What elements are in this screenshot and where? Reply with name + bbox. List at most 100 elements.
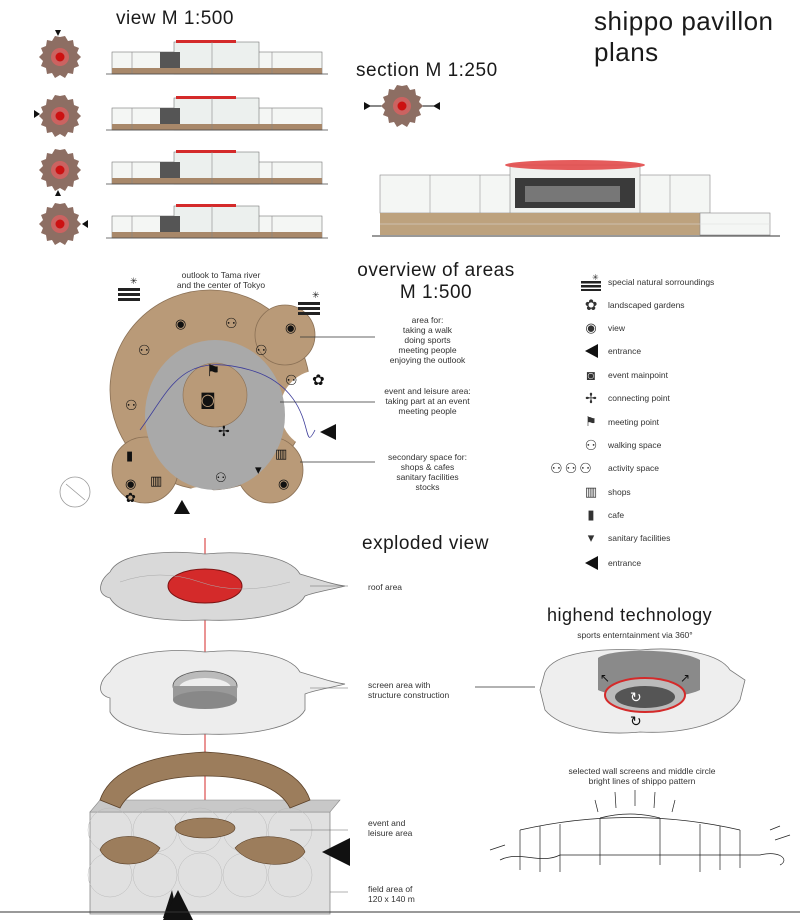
sketch-drawing: [489, 790, 791, 872]
landscape-icon: ✳: [298, 290, 320, 315]
tech-note: selected wall screens and middle circle …: [552, 766, 732, 786]
outlook-line1: outlook to Tama river: [181, 270, 261, 280]
legend-item: ◉view: [578, 317, 625, 339]
label-screen-2: structure construction: [368, 690, 450, 700]
view-row-2: [34, 95, 329, 137]
callout-walk: area for: taking a walk doing sports mee…: [389, 315, 466, 365]
walker-icon: ⚇: [125, 398, 138, 414]
legend-item: ✿landscaped gardens: [578, 294, 685, 316]
walker-icon: ⚇: [584, 436, 598, 453]
eye-icon: ◉: [585, 320, 597, 335]
view-arrow-1: [55, 30, 61, 36]
svg-text:✳: ✳: [592, 273, 599, 282]
landscape-icon: ✳: [578, 271, 604, 293]
overview-plan: ⚑ ◙ ✢ ◉ ⚇ ⚇ ⚇ ⚇ ⚇ ◉ ✿ ▮ ▥ ◉ ✿ ▾ ▥ ◉ ⚇ ✳ …: [59, 276, 375, 543]
triangle-icon: [174, 500, 190, 514]
legend-item: ⚇walking space: [578, 434, 662, 456]
triangle-icon: [320, 424, 336, 440]
legend-item: ⚑meeting point: [578, 411, 659, 433]
legend-item: ▾sanitary facilities: [578, 527, 671, 549]
tech-drawing: ↻ ↖ ↗ ↻: [539, 648, 746, 734]
label-event-1: event and: [368, 818, 406, 828]
tech-note-line1: selected wall screens and middle circle: [568, 766, 716, 776]
svg-text:✳: ✳: [312, 290, 320, 300]
overview-heading-line2: M 1:500: [399, 282, 473, 303]
svg-text:↗: ↗: [680, 671, 690, 685]
exploded-heading: exploded view: [362, 533, 489, 554]
tech-note-line2: bright lines of shippo pattern: [588, 776, 696, 786]
dancers-icon: ⚇⚇⚇: [550, 459, 594, 476]
label-event-2: leisure area: [368, 828, 413, 838]
section-marker: [364, 85, 440, 127]
svg-text:↻: ↻: [630, 689, 642, 705]
label-field-1: field area of: [368, 884, 413, 894]
title-line1: shippo pavillon: [594, 6, 774, 36]
toilet-icon: ▾: [255, 463, 262, 478]
walker-icon: ⚇: [138, 343, 151, 359]
view-row-4: [39, 203, 329, 245]
legend-item: ⚇⚇⚇activity space: [540, 457, 659, 479]
basket-icon: ▥: [275, 447, 287, 462]
label-field-2: 120 x 140 m: [368, 894, 415, 904]
walker-icon: ⚇: [255, 343, 268, 359]
legend-item: entrance: [578, 552, 641, 574]
callout-secondary: secondary space for: shops & cafes sanit…: [388, 452, 467, 492]
dancers-icon: ⚇: [215, 471, 227, 486]
people-icon: ⚑: [585, 414, 597, 429]
outlook-line2: and the center of Tokyo: [176, 280, 266, 290]
label-roof: roof area: [368, 582, 402, 592]
elevation-views: [34, 30, 780, 245]
title-line2: plans: [594, 37, 659, 67]
network-icon: ✢: [218, 424, 230, 440]
legend-item: ✳special natural sorroundings: [578, 271, 714, 293]
eye-icon: ◉: [278, 477, 289, 492]
page-title: shippo pavillon plans: [594, 6, 774, 68]
triangle-icon: [578, 552, 604, 574]
people-icon: ⚑: [206, 361, 220, 380]
flower-icon: ✿: [584, 297, 598, 314]
overview-heading-line1: overview of areas: [357, 260, 515, 281]
svg-text:↖: ↖: [600, 671, 610, 685]
north-indicator: [59, 476, 91, 508]
legend-item: ▮cafe: [578, 504, 624, 526]
legend-item: ◙event mainpoint: [578, 364, 668, 386]
field-layer: [87, 751, 350, 920]
eye-icon: ◉: [125, 477, 136, 492]
overview-heading: overview of areas M 1:500: [351, 260, 521, 304]
section-heading: section M 1:250: [356, 60, 498, 81]
cup-icon: ▮: [126, 449, 133, 464]
basket-icon: ▥: [584, 484, 598, 499]
outlook-note: outlook to Tama river and the center of …: [156, 270, 286, 290]
svg-text:✳: ✳: [130, 276, 138, 286]
eye-icon: ◉: [175, 317, 186, 332]
view-arrow-3: [55, 190, 61, 196]
views-heading: view M 1:500: [116, 8, 234, 29]
legend-item: ▥shops: [578, 481, 631, 503]
svg-text:↻: ↻: [630, 713, 642, 729]
tech-subtitle: sports enterntainment via 360°: [577, 630, 693, 640]
stadium-icon: ◙: [200, 390, 216, 409]
view-row-1: [39, 30, 329, 78]
basket-icon: ▥: [150, 474, 162, 489]
eye-icon: ◉: [285, 321, 296, 336]
exploded-drawing: roof area screen area with structure con…: [0, 538, 800, 920]
screen-layer: [100, 650, 346, 735]
triangle-icon: [578, 340, 604, 362]
legend-item: entrance: [578, 340, 641, 362]
landscape-icon: ✳: [118, 276, 140, 301]
network-icon: ✢: [585, 389, 597, 406]
label-screen-1: screen area with: [368, 680, 431, 690]
view-arrow-4: [82, 220, 88, 228]
cup-icon: ▮: [587, 507, 595, 522]
callout-event: event and leisure area: taking part at a…: [384, 386, 471, 416]
stadium-icon: ◙: [586, 367, 596, 383]
section-drawing: [372, 160, 780, 237]
toilet-icon: ▾: [587, 530, 595, 545]
walker-icon: ⚇: [225, 316, 238, 332]
tech-heading: highend technology: [547, 605, 713, 625]
legend-item: ✢connecting point: [578, 387, 670, 409]
flower-icon: ✿: [125, 491, 136, 506]
flower-icon: ✿: [312, 371, 325, 389]
view-row-3: [39, 149, 329, 196]
view-arrow-2: [34, 110, 40, 118]
